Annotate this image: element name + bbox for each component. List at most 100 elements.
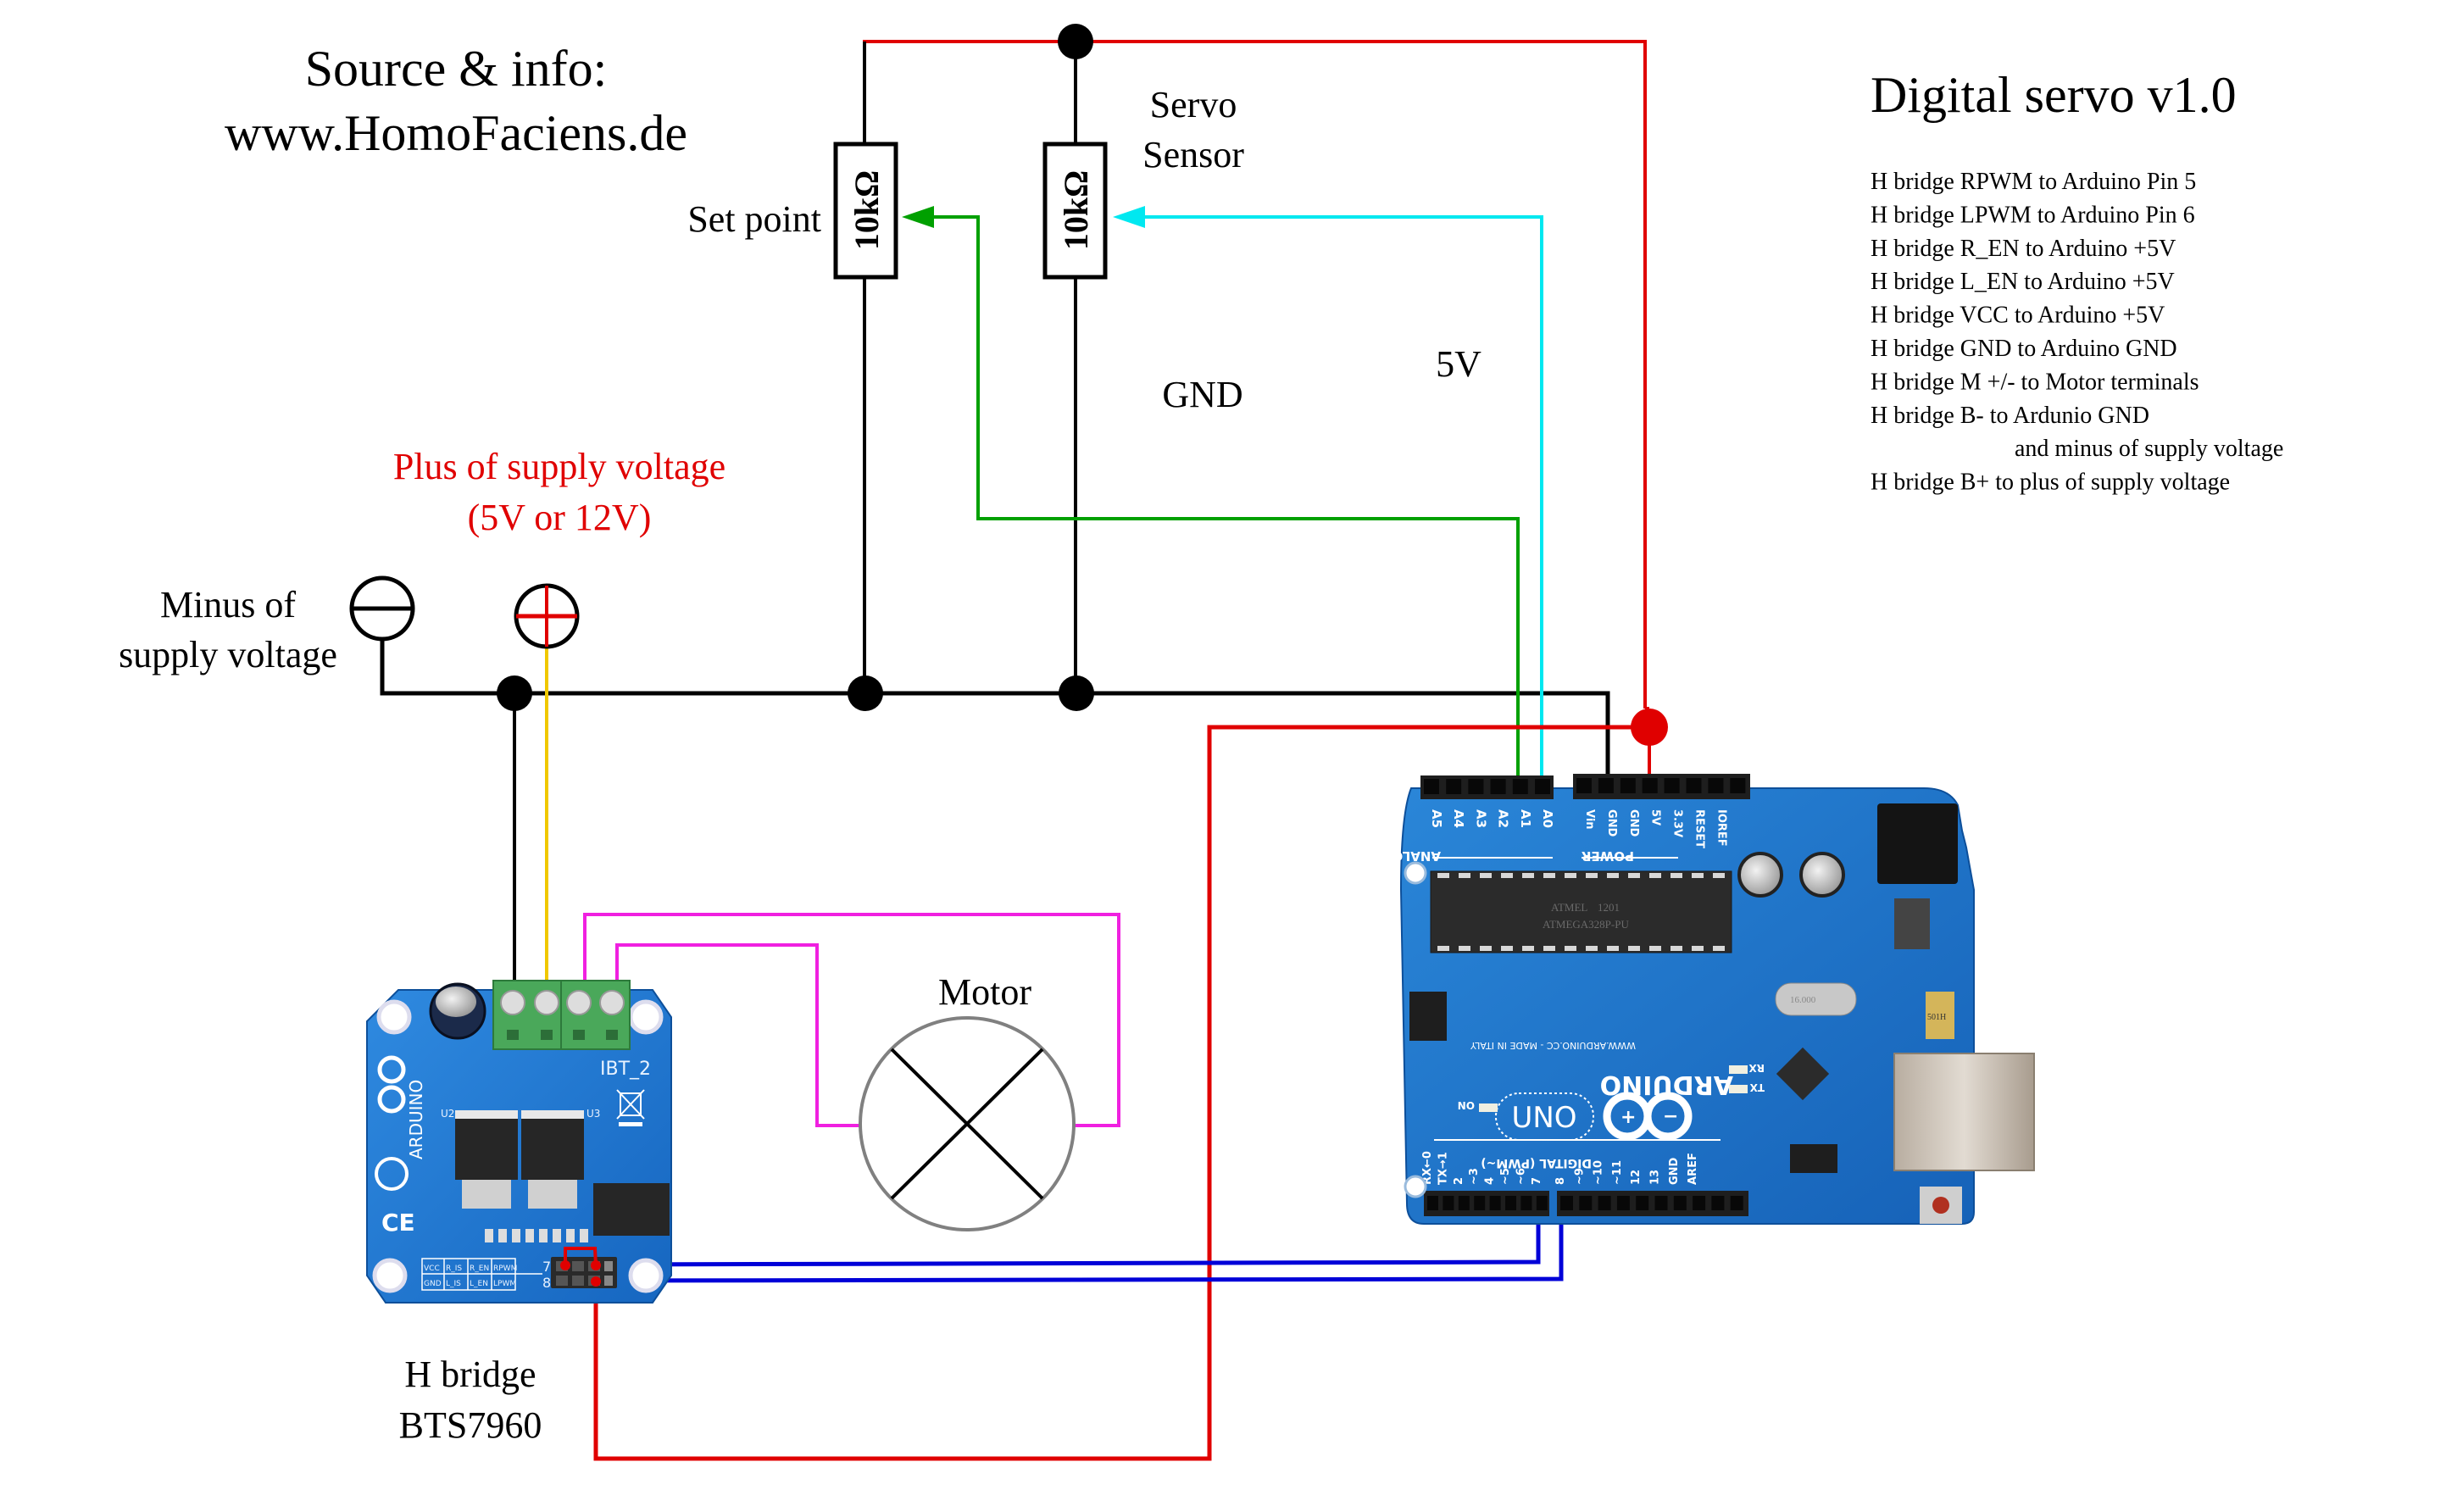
power-jack[interactable] — [1877, 803, 1958, 884]
weee-icon — [616, 1089, 645, 1126]
header-socket[interactable] — [1458, 1196, 1470, 1210]
led-on-label: ON — [1458, 1099, 1475, 1111]
header-socket[interactable] — [1536, 1196, 1548, 1210]
hbridge-driver-ic — [593, 1183, 670, 1236]
icsp-header[interactable] — [1409, 992, 1837, 1173]
chip-pin — [1437, 873, 1449, 878]
chip-pin — [1607, 946, 1619, 951]
hbridge-pin-label: R_EN — [470, 1265, 489, 1273]
hbridge-model-label: BTS7960 — [399, 1404, 542, 1446]
header-socket[interactable] — [1427, 1196, 1438, 1210]
analog-pin-label: A1 — [1518, 809, 1533, 828]
chip-pin — [1671, 946, 1682, 951]
usb-port[interactable] — [1893, 1053, 2035, 1171]
header-socket[interactable] — [1673, 1196, 1687, 1210]
header-socket[interactable] — [1443, 1196, 1454, 1210]
hbridge-control-header[interactable] — [551, 1257, 617, 1288]
header-socket[interactable] — [1636, 1196, 1649, 1210]
header-socket[interactable] — [1512, 779, 1528, 794]
terminal-screw — [534, 990, 559, 1015]
header-socket[interactable] — [1535, 779, 1550, 794]
header-socket[interactable] — [1642, 778, 1658, 793]
digital-pin-label: GND — [1668, 1157, 1681, 1185]
chip-pin — [1586, 873, 1598, 878]
digital-pin-label: ~5 — [1499, 1168, 1512, 1185]
wire-sensor-wiper — [1144, 215, 1543, 788]
wire-5v-top — [863, 40, 1647, 709]
header-socket[interactable] — [1693, 1196, 1706, 1210]
power-label: POWER — [1581, 848, 1634, 864]
reset-button[interactable] — [1920, 1187, 1962, 1224]
hbridge-chip-u3 — [521, 1110, 584, 1209]
header-socket[interactable] — [1711, 1196, 1725, 1210]
header-socket[interactable] — [1474, 1196, 1486, 1210]
header-socket[interactable] — [1446, 779, 1462, 794]
header-socket[interactable] — [1598, 778, 1614, 793]
digital-label: DIGITAL (PWM~) — [1481, 1156, 1592, 1170]
header-socket[interactable] — [1424, 779, 1439, 794]
power-pin-label: 3.3V — [1671, 809, 1684, 837]
mounting-hole — [1404, 861, 1427, 885]
connection-notes: H bridge RPWM to Arduino Pin 5H bridge L… — [1871, 169, 2283, 496]
hbridge-label: H bridge — [404, 1354, 536, 1395]
plus-supply-range: (5V or 12V) — [468, 497, 652, 538]
chip-pin — [1480, 946, 1492, 951]
mounting-hole — [628, 1258, 664, 1293]
header-socket[interactable] — [1520, 1196, 1532, 1210]
crystal — [1775, 982, 1857, 1016]
digital-pin-label: ~6 — [1515, 1168, 1527, 1185]
power-header[interactable] — [1573, 774, 1750, 799]
header-socket[interactable] — [1730, 1196, 1743, 1210]
chip-pin — [1713, 946, 1725, 951]
hbridge-pin-label: R_IS — [446, 1265, 462, 1273]
power-pin-label: IOREF — [1715, 809, 1727, 847]
chip-pin — [1628, 873, 1640, 878]
digital-pin-label: 8 — [1554, 1177, 1567, 1185]
header-socket[interactable] — [1730, 778, 1746, 793]
header-socket[interactable] — [1505, 1196, 1516, 1210]
header-socket[interactable] — [1686, 778, 1702, 793]
source-url[interactable]: www.HomoFaciens.de — [225, 105, 687, 161]
chip-pin — [1649, 946, 1661, 951]
logo-minus-icon: − — [1663, 1106, 1678, 1127]
chip-pin — [1713, 873, 1725, 878]
chip-pin — [1692, 946, 1704, 951]
header-socket[interactable] — [1489, 1196, 1501, 1210]
header-socket[interactable] — [1576, 778, 1592, 793]
digital-pin-label: 7 — [1531, 1177, 1543, 1185]
wire-lpwm — [612, 1220, 1564, 1283]
header-socket[interactable] — [1560, 1196, 1573, 1210]
digital-pin-label: ~10 — [1593, 1160, 1605, 1185]
header-socket[interactable] — [1598, 1196, 1611, 1210]
header-socket[interactable] — [1468, 779, 1484, 794]
header-socket[interactable] — [1620, 778, 1636, 793]
hbridge-brand-label: ARDUINO — [406, 1080, 426, 1159]
hbridge-model-silkscreen: IBT_2 — [600, 1059, 651, 1080]
led-tx-label: TX — [1749, 1081, 1765, 1093]
analog-header[interactable] — [1420, 775, 1554, 799]
header-socket[interactable] — [1490, 779, 1506, 794]
logo-plus-icon: + — [1620, 1107, 1636, 1128]
header-socket[interactable] — [1579, 1196, 1593, 1210]
chip-pin — [1501, 873, 1513, 878]
junction-dot — [1059, 675, 1094, 711]
fuse-label: 501H — [1927, 1013, 1946, 1022]
minus-supply-label-2: supply voltage — [119, 634, 337, 675]
digital-pin-label: RX←0 — [1421, 1151, 1434, 1185]
power-pin-label: Vin — [1583, 809, 1596, 830]
chip-pin — [1459, 946, 1470, 951]
connection-note: H bridge B+ to plus of supply voltage — [1871, 470, 2230, 496]
header-socket[interactable] — [1708, 778, 1724, 793]
pin-row-8: 8 — [542, 1275, 551, 1291]
chip-pin — [1565, 873, 1576, 878]
made-in-label: WWW.ARDUINO.CC - MADE IN ITALY — [1470, 1040, 1636, 1051]
chip-pin — [1501, 946, 1513, 951]
chip-pin — [1565, 946, 1576, 951]
digital-pin-label: ~11 — [1611, 1160, 1624, 1185]
wire-rpwm — [616, 1220, 1541, 1267]
arduino-brand-label: ARDUINO — [1600, 1070, 1733, 1099]
header-socket[interactable] — [1654, 1196, 1668, 1210]
header-socket[interactable] — [1664, 778, 1680, 793]
header-socket[interactable] — [1616, 1196, 1630, 1210]
